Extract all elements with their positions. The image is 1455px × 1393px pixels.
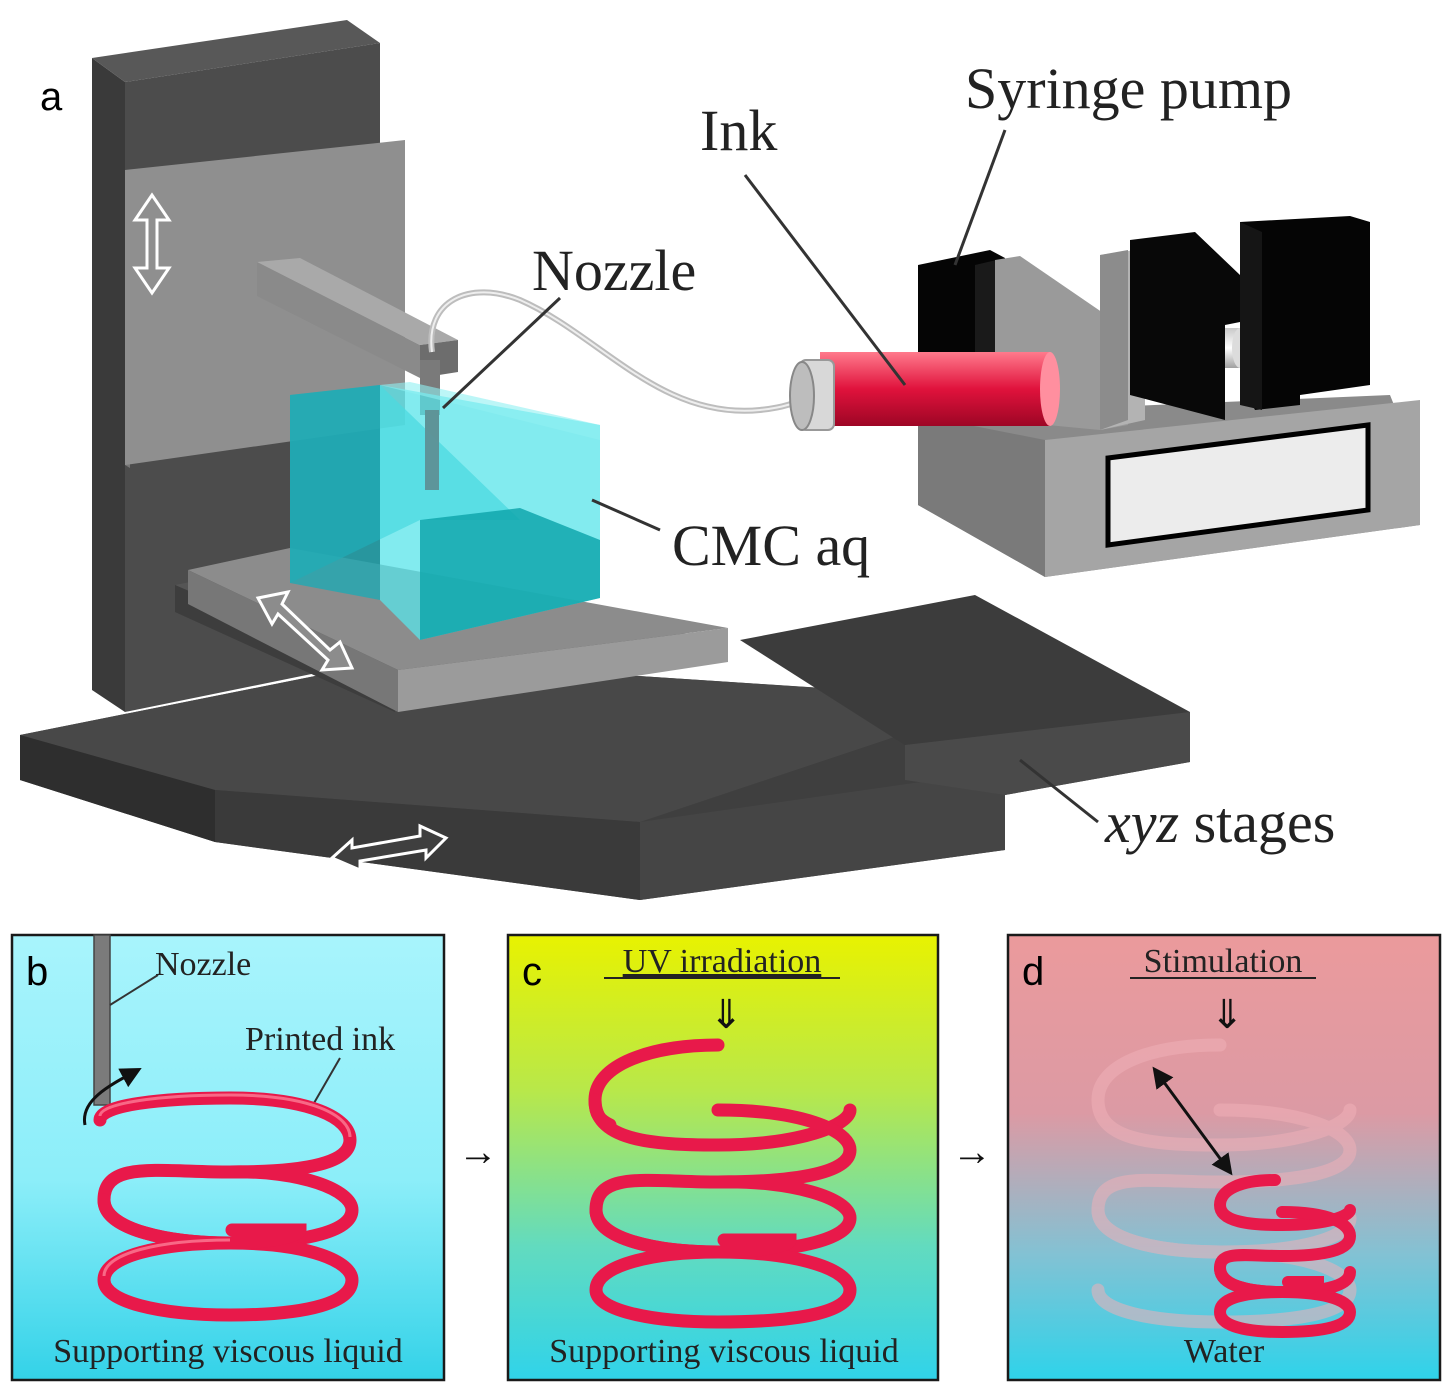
arrow-c-to-d: → [952,1129,992,1174]
panel-b-background [10,933,446,1382]
label-cmc: CMC aq [672,513,870,578]
panel-d-letter: d [1022,950,1044,994]
panel-b-letter: b [26,950,48,994]
pump-display [1105,422,1371,548]
contraction-arrow-icon [1152,1066,1233,1176]
panel-d-medium: Water [1184,1333,1265,1370]
panel-b: b Nozzle Printed ink Supporting viscous … [10,933,446,1382]
label-syringe-pump: Syringe pump [965,56,1292,121]
right-platform-front [905,712,1190,795]
pump-leader [953,129,1007,266]
rotation-arrow-icon [83,1068,142,1126]
label-xyz-stages: xyz stages [1104,790,1335,855]
base-top-light [20,660,1005,822]
column-top [92,20,380,82]
nozzle-leader [441,296,562,410]
panel-c: c UV irradiation ⇓ Supporting viscous li… [506,933,940,1382]
panel-b-nozzle [93,934,111,1106]
z-plate [125,140,405,465]
stages-leader [1019,758,1099,824]
right-platform-top [740,595,1190,745]
arm-top [257,258,458,345]
y-axis-arrow-icon [255,589,355,672]
panel-a-letter: a [40,75,63,119]
panel-c-medium: Supporting viscous liquid [549,1333,898,1370]
uv-down-arrow-icon: ⇓ [709,993,743,1037]
arm-front [257,262,420,378]
syringe-pump [918,216,1420,577]
panel-b-nozzle-label: Nozzle [155,946,251,983]
label-ink: Ink [700,98,777,163]
ink-leader [743,174,907,386]
y-plate-front [188,570,398,712]
panel-d: d Stimulation ⇓ Water [1006,933,1442,1382]
label-nozzle: Nozzle [532,238,696,303]
panel-b-medium: Supporting viscous liquid [53,1333,402,1370]
arrow-b-to-c: → [458,1129,498,1174]
panel-d-header: Stimulation [1144,943,1303,980]
base-front-left [20,735,215,842]
panel-b-helix [93,1091,359,1322]
stimulation-down-arrow-icon: ⇓ [1210,993,1244,1037]
panel-a: a Syringe pump Ink Nozzle CMC aq xyz sta… [20,20,1420,900]
panel-c-helix [588,1038,857,1329]
column-front [92,58,125,712]
ink-tube [428,289,807,414]
panel-d-contracted-helix [1213,1174,1357,1339]
panel-c-background [506,933,940,1382]
x-axis-arrow-icon [329,823,449,873]
y-plate-side [398,628,728,712]
panel-c-letter: c [522,950,542,994]
syringe [789,352,1060,431]
base-right-slab [640,770,1005,900]
panel-c-header: UV irradiation [623,943,822,980]
panel-b-printed-ink-label: Printed ink [245,1021,395,1058]
z-axis-arrow-icon [132,192,172,296]
cmc-leader [591,498,661,532]
